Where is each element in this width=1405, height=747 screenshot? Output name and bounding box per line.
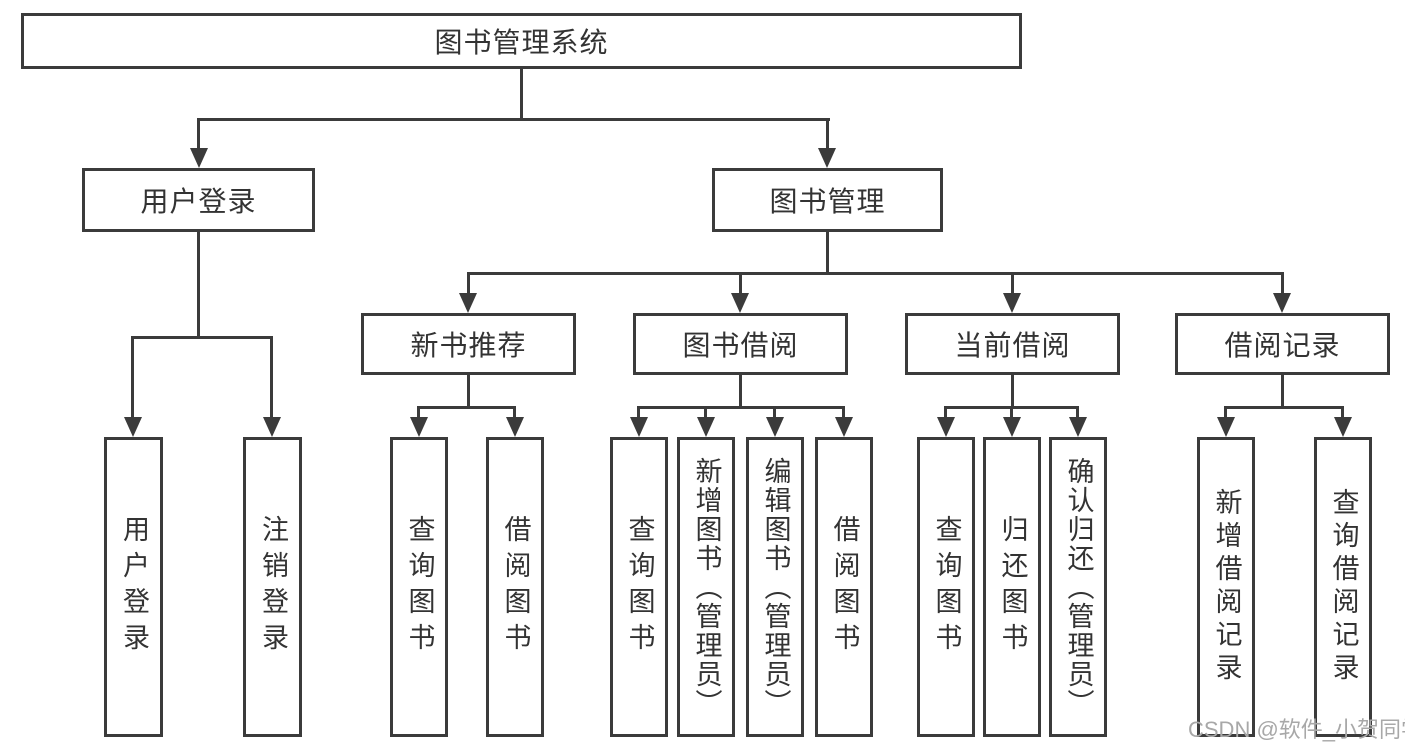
leaf-query-books-recommend: 查询图书 <box>390 437 448 737</box>
node-label: 图书借阅 <box>682 330 799 361</box>
leaf-add-borrow-record: 新增借阅记录 <box>1197 437 1255 737</box>
connector-line <box>739 375 742 409</box>
connector-line <box>1011 272 1014 296</box>
connector-line <box>1011 375 1014 409</box>
arrow-down-icon <box>1273 293 1291 313</box>
arrow-down-icon <box>190 148 208 168</box>
leaf-user-login: 用户登录 <box>104 437 163 737</box>
connector-line <box>467 375 470 409</box>
arrow-down-icon <box>410 417 428 437</box>
leaf-add-books-admin: 新增图书（管理员） <box>677 437 735 737</box>
leaf-label: 查询图书 <box>404 515 435 659</box>
arrow-down-icon <box>818 148 836 168</box>
arrow-down-icon <box>1003 293 1021 313</box>
arrow-down-icon <box>1217 417 1235 437</box>
arrow-down-icon <box>766 417 784 437</box>
leaf-label: 借阅图书 <box>829 515 860 659</box>
leaf-query-borrow-record: 查询借阅记录 <box>1314 437 1372 737</box>
leaf-logout: 注销登录 <box>243 437 302 737</box>
leaf-borrow-books-recommend: 借阅图书 <box>486 437 544 737</box>
leaf-query-books-borrowing: 查询图书 <box>610 437 668 737</box>
connector-line <box>1224 406 1227 420</box>
leaf-label: 归还图书 <box>997 515 1028 659</box>
leaf-confirm-return-admin: 确认归还（管理员） <box>1049 437 1107 737</box>
arrow-down-icon <box>459 293 477 313</box>
arrow-down-icon <box>697 417 715 437</box>
connector-line <box>704 406 707 420</box>
node-borrowing-records: 借阅记录 <box>1175 313 1390 375</box>
arrow-down-icon <box>506 417 524 437</box>
arrow-down-icon <box>937 417 955 437</box>
leaf-label: 用户登录 <box>119 515 149 659</box>
leaf-edit-books-admin: 编辑图书（管理员） <box>746 437 804 737</box>
node-label: 用户登录 <box>140 186 257 217</box>
connector-line <box>467 272 1284 275</box>
connector-line <box>1281 272 1284 296</box>
leaf-label: 查询借阅记录 <box>1328 488 1359 686</box>
arrow-down-icon <box>1003 417 1021 437</box>
connector-line <box>197 232 200 339</box>
node-label: 借阅记录 <box>1224 330 1341 361</box>
connector-line <box>270 336 273 420</box>
connector-line <box>197 118 200 152</box>
connector-line <box>417 406 516 409</box>
connector-line <box>826 232 829 275</box>
connector-line <box>739 272 742 296</box>
leaf-query-books-current: 查询图书 <box>917 437 975 737</box>
connector-line <box>417 406 420 420</box>
node-label: 新书推荐 <box>410 330 527 361</box>
connector-line <box>637 406 845 409</box>
node-book-borrowing: 图书借阅 <box>633 313 848 375</box>
leaf-label: 确认归还（管理员） <box>1063 456 1094 718</box>
leaf-return-books: 归还图书 <box>983 437 1041 737</box>
arrow-down-icon <box>630 417 648 437</box>
connector-line <box>1281 375 1284 409</box>
leaf-label: 新增图书（管理员） <box>691 456 722 718</box>
leaf-label: 新增借阅记录 <box>1211 488 1242 686</box>
node-library-management-system: 图书管理系统 <box>21 13 1022 69</box>
node-new-book-recommend: 新书推荐 <box>361 313 576 375</box>
arrow-down-icon <box>124 417 142 437</box>
arrow-down-icon <box>263 417 281 437</box>
leaf-label: 查询图书 <box>931 515 962 659</box>
node-label: 当前借阅 <box>954 330 1071 361</box>
connector-line <box>131 336 273 339</box>
connector-line <box>467 272 470 296</box>
connector-line <box>637 406 640 420</box>
node-label: 图书管理系统 <box>434 27 609 58</box>
arrow-down-icon <box>1334 417 1352 437</box>
connector-line <box>773 406 776 420</box>
node-book-management: 图书管理 <box>712 168 943 232</box>
arrow-down-icon <box>835 417 853 437</box>
csdn-watermark: CSDN @软件_小贺同学 <box>1188 717 1405 742</box>
connector-line <box>944 406 947 420</box>
leaf-label: 查询图书 <box>624 515 655 659</box>
connector-line <box>1341 406 1344 420</box>
connector-line <box>1010 406 1013 420</box>
leaf-borrow-books: 借阅图书 <box>815 437 873 737</box>
connector-line <box>520 69 523 121</box>
leaf-label: 编辑图书（管理员） <box>760 456 791 718</box>
node-current-borrowing: 当前借阅 <box>905 313 1120 375</box>
connector-line <box>1076 406 1079 420</box>
leaf-label: 借阅图书 <box>500 515 531 659</box>
connector-line <box>197 118 830 121</box>
leaf-label: 注销登录 <box>258 515 288 659</box>
connector-line <box>1224 406 1344 409</box>
connector-line <box>826 118 829 152</box>
arrow-down-icon <box>1069 417 1087 437</box>
connector-line <box>513 406 516 420</box>
node-label: 图书管理 <box>769 186 886 217</box>
node-user-login: 用户登录 <box>82 168 315 232</box>
connector-line <box>131 336 134 420</box>
arrow-down-icon <box>731 293 749 313</box>
connector-line <box>842 406 845 420</box>
